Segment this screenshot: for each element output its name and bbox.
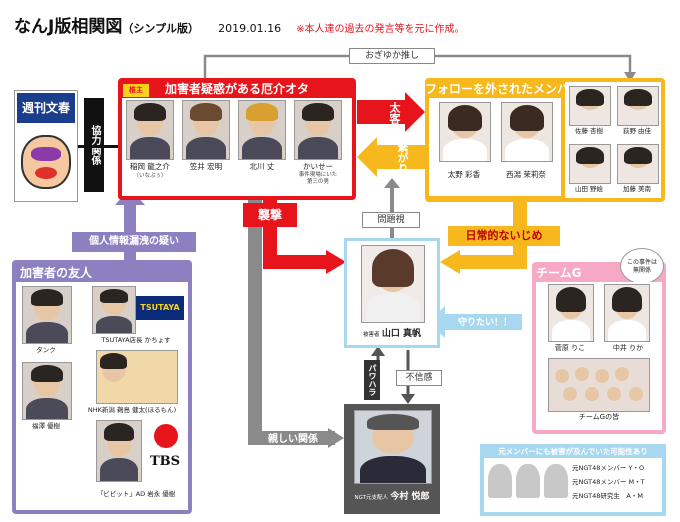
- link-oshi: おぎゆか推し: [349, 48, 435, 64]
- tbs-logo-text: TBS: [149, 454, 181, 469]
- member-photo: [569, 144, 611, 184]
- possible-victims-panel: 元NGT48メンバー Y・O 元NGT48メンバー M・T 元NGT48研究生 …: [484, 458, 662, 512]
- magazine-box: 週刊文春: [14, 90, 78, 202]
- cooperation-line: [78, 145, 118, 148]
- unfollowed-title: フォローを外されたメンバー: [425, 82, 582, 96]
- perpetrator-name: かいせー: [303, 162, 333, 171]
- team-g-title: チームG: [536, 266, 582, 280]
- perpetrator-note: （いなぷぅ）: [133, 173, 167, 179]
- silhouette-icon: [544, 464, 568, 498]
- perpetrator-photo: [294, 100, 342, 160]
- friends-title: 加害者の友人: [20, 266, 93, 280]
- member-name: 太野 彩香: [447, 170, 481, 179]
- arrow-label-fushinkan: 不信感: [396, 370, 442, 386]
- possible-victim-line: 元NGT48メンバー Y・O: [572, 464, 645, 472]
- manager-box: NGT元支配人 今村 悦郎: [344, 404, 440, 514]
- unfollowed-group: フォローを外されたメンバー 太野 彩香 西潟 茉莉奈 佐藤 杏樹 荻野 由佳 山…: [425, 78, 665, 202]
- possible-victims-title: 元メンバーにも被害が及んでいた可能性あり: [498, 447, 648, 456]
- possible-victims-box: 元メンバーにも被害が及んでいた可能性あり 元NGT48メンバー Y・O 元NGT…: [480, 444, 666, 516]
- page-title: なんJ版相関図: [14, 17, 123, 37]
- perpetrator-group: 加害者疑惑がある厄介オタ 椎主 稲岡 龍之介 （いなぷぅ） 笠井 宏明 北川 丈…: [118, 78, 356, 200]
- member-name: 山田 野絵: [574, 185, 604, 193]
- friend-photo: [22, 362, 72, 420]
- silhouette-icon: [488, 464, 512, 498]
- perpetrator-photo: [238, 100, 286, 160]
- page-title-suffix: （シンプル版）: [122, 22, 199, 35]
- friend-name: 「ビビット」AD 岩永 優樹: [96, 490, 176, 498]
- team-g-group-photo: [548, 358, 650, 412]
- arrow-label-shugeki: 襲撃: [243, 203, 297, 227]
- arrow-label-leak: 個人情報漏洩の疑い: [72, 232, 196, 252]
- member-photo: [569, 86, 611, 126]
- unfollowed-side-panel: 佐藤 杏樹 荻野 由佳 山田 野絵 加藤 美南: [565, 82, 661, 198]
- magazine-mascot: [21, 135, 71, 189]
- perpetrator-title: 加害者疑惑がある厄介オタ: [164, 82, 309, 96]
- friend-photo: [96, 420, 142, 482]
- perpetrator-photo: [126, 100, 174, 160]
- arrow-label-mondaishi: 問題視: [362, 212, 420, 228]
- arrow-label-pawahara: パワハラ: [364, 360, 380, 400]
- friend-name: 福澤 優樹: [31, 422, 61, 430]
- arrow-label-mamoritai: 守りたい！！: [457, 318, 512, 328]
- arrow-label-ijime: 日常的ないじめ: [448, 226, 560, 246]
- member-photo: [617, 144, 659, 184]
- victim-photo: [361, 245, 425, 323]
- perpetrator-name: 稲岡 龍之介: [130, 162, 170, 171]
- manager-photo: [354, 410, 432, 484]
- arrow-label-tsunagari: 繋がり: [396, 140, 409, 174]
- possible-victim-line: 元NGT48メンバー M・T: [572, 478, 645, 486]
- member-photo: [439, 102, 491, 162]
- unfollowed-main-panel: 太野 彩香 西潟 茉莉奈: [429, 98, 561, 196]
- member-name: 佐藤 杏樹: [574, 127, 604, 135]
- friend-name: NHK新潟 鵜島 健太(ほるもん): [87, 406, 177, 414]
- victim-prefix: 被害者: [362, 332, 380, 338]
- friend-name: タンク: [36, 346, 56, 354]
- date-label: 2019.01.16: [218, 22, 282, 35]
- friend-name: TSUTAYA店長 かちょす: [101, 336, 171, 344]
- member-name: 中井 りか: [612, 344, 644, 352]
- member-name: 荻野 由佳: [622, 127, 652, 135]
- friend-photo: [92, 286, 136, 334]
- arrow-label-futomo: 太客: [388, 102, 401, 124]
- friend-photo: [96, 350, 178, 404]
- victim-name: 山口 真帆: [381, 329, 422, 339]
- friends-panel: タンク 福澤 優樹 TSUTAYA TSUTAYA店長 かちょす NHK新潟 鵜…: [16, 282, 188, 510]
- team-g-bubble: この事件は 無関係: [620, 248, 664, 284]
- perpetrator-photo: [182, 100, 230, 160]
- member-photo: [501, 102, 553, 162]
- member-name: 西潟 茉莉奈: [506, 170, 546, 179]
- victim-label: 被害者 山口 真帆: [347, 329, 437, 340]
- team-g-panel: 菅原 りこ 中井 りか チームGの皆: [536, 282, 662, 430]
- arrow-label-shitashii: 親しい関係: [268, 434, 318, 445]
- friends-group: 加害者の友人 タンク 福澤 優樹 TSUTAYA TSUTAYA店長 かちょす …: [12, 260, 192, 514]
- friend-photo: [22, 286, 72, 344]
- silhouette-icon: [516, 464, 540, 498]
- note-label: ※本人達の過去の発言等を元に作成。: [296, 24, 465, 35]
- team-g-group-label: チームGの皆: [578, 413, 620, 421]
- member-name: 加藤 美南: [622, 185, 652, 193]
- manager-prefix: NGT元支配人: [354, 495, 388, 501]
- perpetrator-name: 北川 丈: [249, 162, 275, 171]
- header: なんJ版相関図（シンプル版） 2019.01.16 ※本人達の過去の発言等を元に…: [14, 12, 674, 38]
- member-photo: [617, 86, 659, 126]
- member-photo: [548, 284, 594, 342]
- manager-name: 今村 悦郎: [390, 492, 430, 502]
- member-name: 菅原 りこ: [554, 344, 586, 352]
- team-g-group: チームG この事件は 無関係 菅原 りこ 中井 りか チームGの皆: [532, 248, 666, 434]
- perpetrator-panel: 稲岡 龍之介 （いなぷぅ） 笠井 宏明 北川 丈 かいせー 事件現場にいた 第三…: [122, 98, 352, 196]
- member-photo: [604, 284, 650, 342]
- victim-box: 被害者 山口 真帆: [344, 238, 440, 348]
- perpetrator-note: 事件現場にいた 第三の男: [298, 172, 338, 185]
- possible-victim-line: 元NGT48研究生 A・M: [572, 492, 643, 500]
- perpetrator-name: 笠井 宏明: [189, 162, 223, 171]
- leader-badge: 椎主: [123, 84, 149, 97]
- tbs-logo: TBS: [144, 422, 186, 480]
- magazine-logo: 週刊文春: [17, 93, 75, 123]
- manager-label: NGT元支配人 今村 悦郎: [344, 492, 440, 503]
- tsutaya-logo: TSUTAYA: [136, 296, 184, 320]
